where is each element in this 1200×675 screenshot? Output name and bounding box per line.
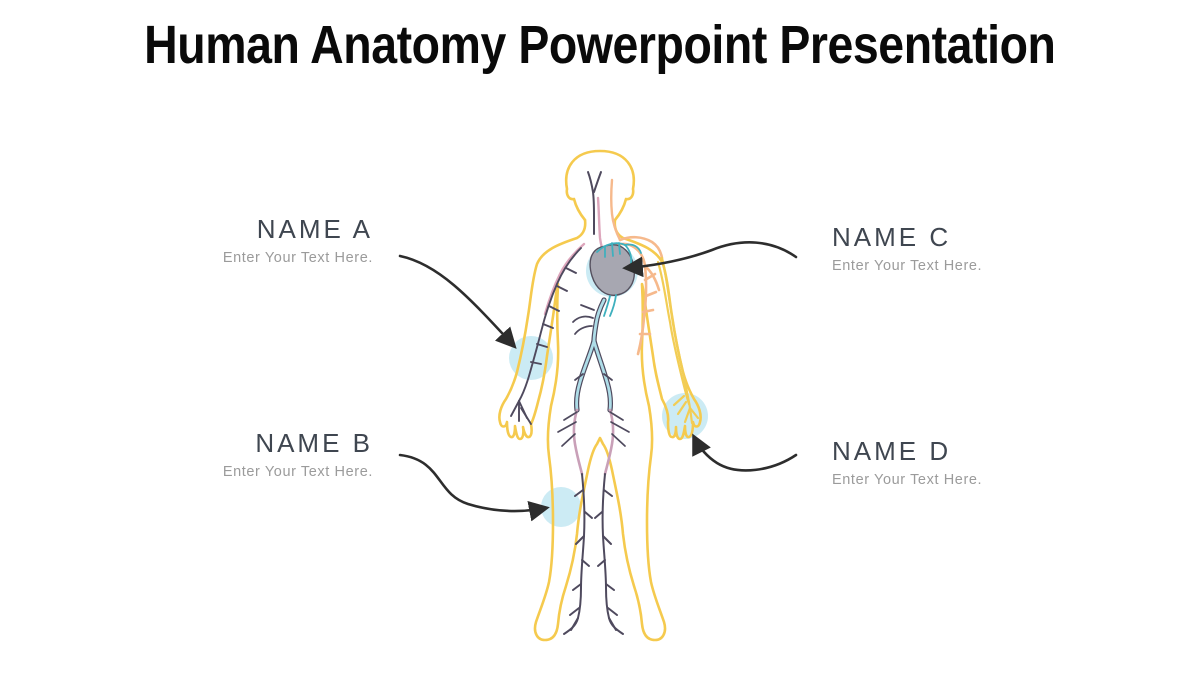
circulatory-system — [510, 171, 700, 635]
callout-d-title[interactable]: NAME D — [832, 436, 952, 466]
slide-title-wrap: Human Anatomy Powerpoint Presentation — [0, 14, 1200, 76]
callout-b-title[interactable]: NAME B — [255, 428, 373, 458]
heart — [589, 242, 642, 317]
connector-arrow-c — [622, 241, 798, 278]
slide-title[interactable]: Human Anatomy Powerpoint Presentation — [144, 15, 1056, 75]
callout-c-placeholder[interactable]: Enter Your Text Here. — [832, 258, 983, 274]
highlight-left-thigh — [541, 487, 581, 527]
callout-name-a[interactable]: NAME A Enter Your Text Here. — [223, 216, 373, 266]
callout-d-placeholder[interactable]: Enter Your Text Here. — [832, 472, 983, 488]
callout-name-b[interactable]: NAME B Enter Your Text Here. — [223, 430, 373, 480]
connector-arrow-a — [398, 254, 517, 349]
connector-arrow-b — [398, 453, 550, 522]
callout-a-placeholder[interactable]: Enter Your Text Here. — [222, 250, 373, 266]
connector-arrows — [398, 241, 798, 522]
callout-name-c[interactable]: NAME C Enter Your Text Here. — [832, 224, 982, 274]
callout-a-title[interactable]: NAME A — [256, 214, 373, 244]
callout-c-title[interactable]: NAME C — [832, 222, 952, 252]
callout-b-placeholder[interactable]: Enter Your Text Here. — [222, 464, 373, 480]
callout-name-d[interactable]: NAME D Enter Your Text Here. — [832, 438, 982, 488]
body-outline — [498, 149, 702, 642]
highlight-left-forearm — [509, 336, 553, 380]
connector-arrow-d — [692, 433, 798, 472]
